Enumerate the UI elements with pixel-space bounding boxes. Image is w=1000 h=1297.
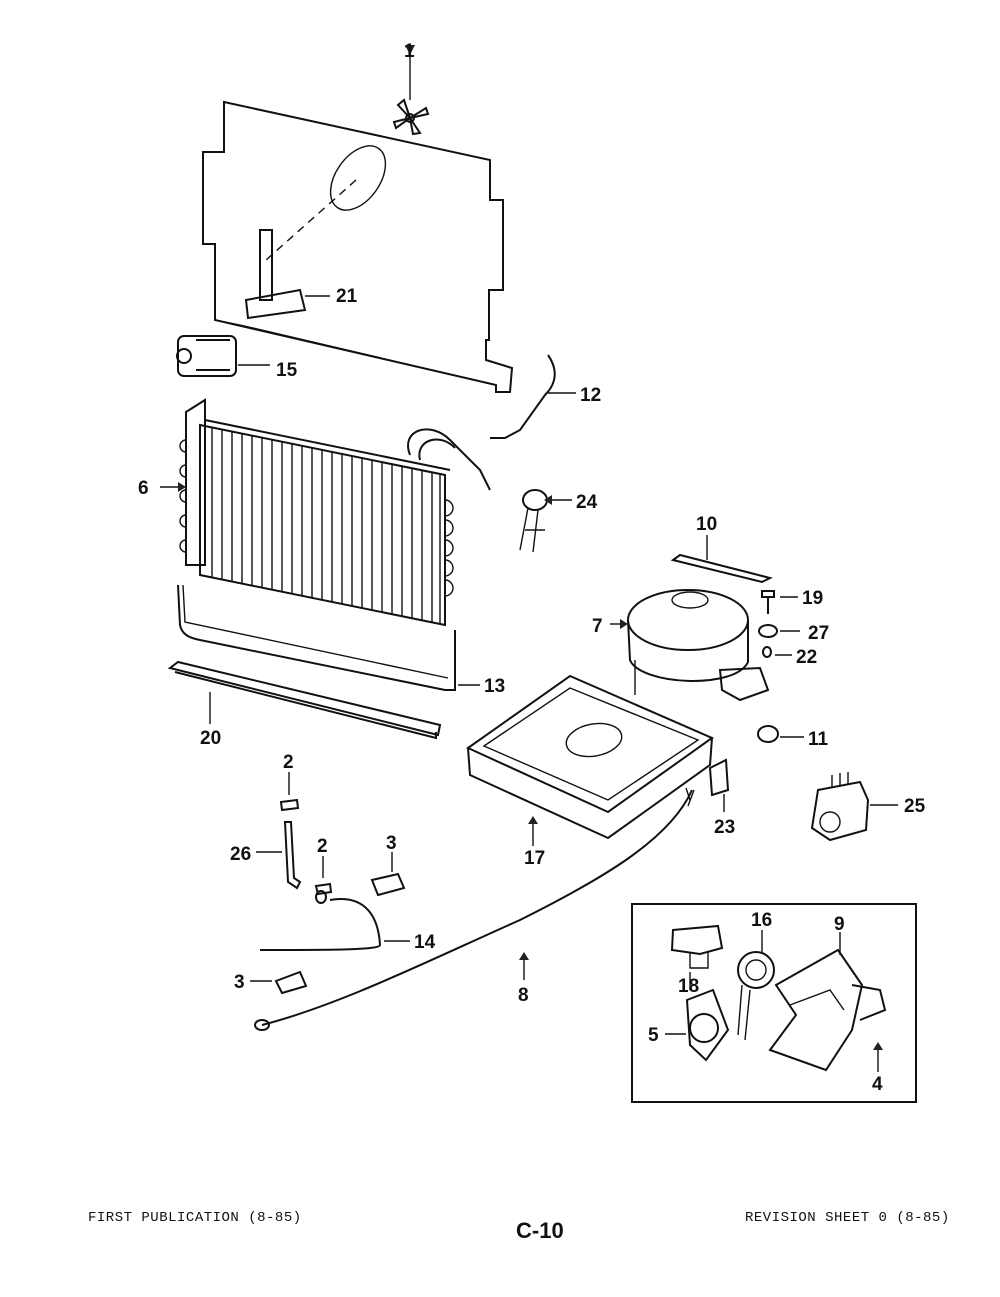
drain-trough-part bbox=[167, 660, 442, 740]
relay-inset-box bbox=[631, 903, 917, 1103]
starter-relay-part bbox=[810, 772, 898, 842]
first-publication-label: FIRST PUBLICATION (8-85) bbox=[88, 1210, 302, 1226]
callout-19: 19 bbox=[802, 588, 823, 609]
callout-25: 25 bbox=[904, 796, 926, 817]
evaporator-tube-part bbox=[177, 584, 480, 691]
clip-bracket-part bbox=[708, 758, 730, 812]
callout-7: 7 bbox=[592, 616, 603, 637]
callout-22: 22 bbox=[796, 647, 817, 668]
evaporator-coil-part bbox=[160, 398, 491, 627]
drain-tube-part bbox=[490, 354, 576, 439]
callout-20: 20 bbox=[200, 728, 221, 749]
callout-14: 14 bbox=[414, 932, 436, 953]
gasket-part bbox=[670, 535, 773, 584]
callout-15: 15 bbox=[276, 360, 298, 381]
fan-motor-part bbox=[176, 335, 270, 377]
drain-pan-part bbox=[466, 674, 715, 846]
compressor-part bbox=[610, 589, 770, 702]
callout-26: 26 bbox=[230, 844, 251, 865]
callout-27: 27 bbox=[808, 623, 829, 644]
callout-9: 9 bbox=[834, 914, 845, 935]
bracket-part bbox=[244, 229, 330, 320]
callout-8: 8 bbox=[518, 985, 529, 1006]
fan-blade-part bbox=[392, 45, 430, 136]
tubing-clips-parts bbox=[250, 772, 410, 995]
callout-2b: 2 bbox=[317, 836, 328, 857]
callout-11: 11 bbox=[808, 729, 829, 750]
revision-sheet-label: REVISION SHEET 0 (8-85) bbox=[745, 1210, 950, 1226]
callout-16: 16 bbox=[751, 910, 772, 931]
callout-23: 23 bbox=[714, 817, 735, 838]
callout-3b: 3 bbox=[234, 972, 245, 993]
callout-3a: 3 bbox=[386, 833, 397, 854]
callout-6: 6 bbox=[138, 478, 149, 499]
callout-18: 18 bbox=[678, 976, 699, 997]
power-cord-part bbox=[254, 787, 695, 1031]
callout-1: 1 bbox=[404, 41, 415, 62]
callout-24: 24 bbox=[576, 492, 598, 513]
callout-17: 17 bbox=[524, 848, 545, 869]
callout-12: 12 bbox=[580, 385, 601, 406]
callout-2a: 2 bbox=[283, 752, 294, 773]
callout-4: 4 bbox=[872, 1074, 883, 1095]
page-number: C-10 bbox=[516, 1218, 564, 1243]
defrost-thermostat-part bbox=[519, 489, 572, 553]
callout-10: 10 bbox=[696, 514, 717, 535]
callout-13: 13 bbox=[484, 676, 505, 697]
evaporator-cover-panel bbox=[202, 100, 514, 393]
callout-5: 5 bbox=[648, 1025, 659, 1046]
callout-21: 21 bbox=[336, 286, 358, 307]
grommet-part bbox=[757, 725, 804, 743]
mounting-hardware-parts bbox=[758, 590, 800, 658]
